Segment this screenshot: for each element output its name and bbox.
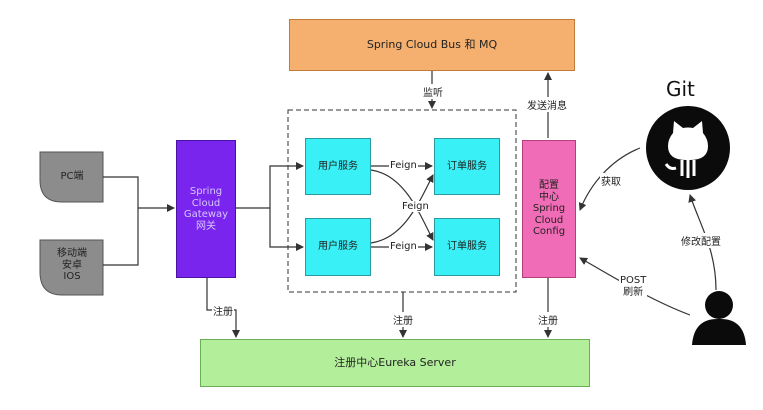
- gateway-box: Spring Cloud Gateway 网关: [176, 140, 236, 278]
- gateway-line-3: Gateway: [183, 209, 229, 220]
- order-service-box-1: 订单服务: [434, 138, 500, 195]
- user-service-label-1: 用户服务: [318, 160, 358, 172]
- feign-label-top: Feign: [389, 160, 418, 171]
- pc-client-shape: [39, 151, 104, 203]
- user-service-box-2: 用户服务: [305, 218, 371, 276]
- register-label-services: 注册: [392, 312, 414, 327]
- service-group-boundary: [287, 109, 517, 293]
- user-service-label-2: 用户服务: [318, 241, 358, 253]
- register-label-config: 注册: [537, 312, 559, 327]
- post-refresh-label: POST 刷新: [619, 275, 648, 299]
- config-server-box: 配置 中心 Spring Cloud Config: [522, 140, 576, 278]
- git-title: Git: [666, 77, 695, 101]
- register-edges: [206, 278, 552, 338]
- spring-cloud-bus-box: Spring Cloud Bus 和 MQ: [289, 19, 575, 71]
- config-line-2: 中心: [539, 191, 559, 203]
- config-line-5: Config: [532, 226, 566, 238]
- order-service-box-2: 订单服务: [434, 218, 500, 276]
- user-service-box-1: 用户服务: [305, 138, 371, 195]
- config-line-4: Cloud: [534, 214, 564, 226]
- register-label-gateway: 注册: [212, 303, 234, 318]
- config-line-1: 配置: [539, 180, 559, 192]
- send-message-label: 发送消息: [526, 97, 568, 112]
- post-line: POST: [620, 275, 647, 286]
- mobile-line-2: 安卓: [62, 259, 82, 271]
- gateway-line-4: 网关: [196, 220, 216, 232]
- listen-label: 监听: [422, 84, 444, 99]
- mobile-client-shape: [39, 239, 104, 296]
- clients-to-gateway-edge: [103, 176, 175, 266]
- admin-user-icon: [692, 291, 746, 345]
- pc-client-label: PC端: [60, 171, 84, 182]
- gateway-line-2: Cloud: [191, 197, 221, 209]
- gateway-to-services-edge: [236, 162, 304, 251]
- mobile-line-1: 移动端: [57, 248, 87, 259]
- eureka-label: 注册中心Eureka Server: [334, 355, 456, 369]
- eureka-server-box: 注册中心Eureka Server: [200, 339, 590, 387]
- modify-config-label: 修改配置: [680, 233, 722, 248]
- mobile-line-3: IOS: [63, 271, 81, 282]
- fetch-label: 获取: [600, 173, 622, 188]
- gateway-line-1: Spring: [189, 186, 223, 197]
- mobile-client-label: 移动端 安卓 IOS: [44, 248, 100, 283]
- refresh-line: 刷新: [623, 287, 644, 298]
- config-line-3: Spring: [532, 203, 566, 215]
- order-service-label-2: 订单服务: [447, 241, 487, 253]
- github-octocat-icon: [646, 106, 730, 190]
- bus-label: Spring Cloud Bus 和 MQ: [366, 37, 498, 51]
- feign-label-bottom: Feign: [389, 241, 418, 252]
- order-service-label-1: 订单服务: [447, 160, 487, 172]
- feign-label-middle: Feign: [401, 201, 430, 212]
